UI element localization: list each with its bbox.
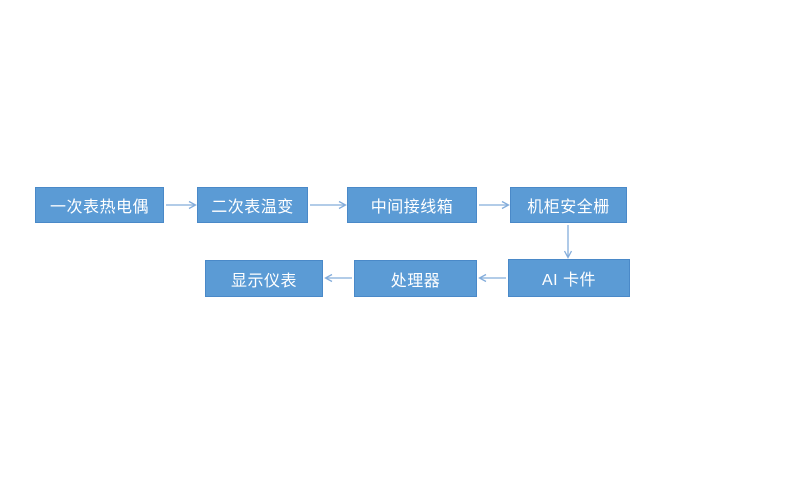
node-secondary-temp-transmitter: 二次表温变 xyxy=(197,187,308,223)
node-label: 二次表温变 xyxy=(211,199,294,216)
node-label: 处理器 xyxy=(390,272,441,290)
node-processor: 处理器 xyxy=(354,260,477,297)
node-label: 显示仪表 xyxy=(230,272,297,290)
node-label: 中间接线箱 xyxy=(370,199,454,216)
node-ai-card: AI 卡件 xyxy=(508,259,630,297)
node-label: 机柜安全栅 xyxy=(527,199,610,216)
node-label: 一次表热电偶 xyxy=(49,199,149,216)
node-display-instrument: 显示仪表 xyxy=(205,260,323,297)
node-label: AI 卡件 xyxy=(541,272,597,289)
node-intermediate-junction-box: 中间接线箱 xyxy=(347,187,477,223)
node-cabinet-safety-barrier: 机柜安全栅 xyxy=(510,187,627,223)
node-primary-thermocouple: 一次表热电偶 xyxy=(35,187,164,223)
